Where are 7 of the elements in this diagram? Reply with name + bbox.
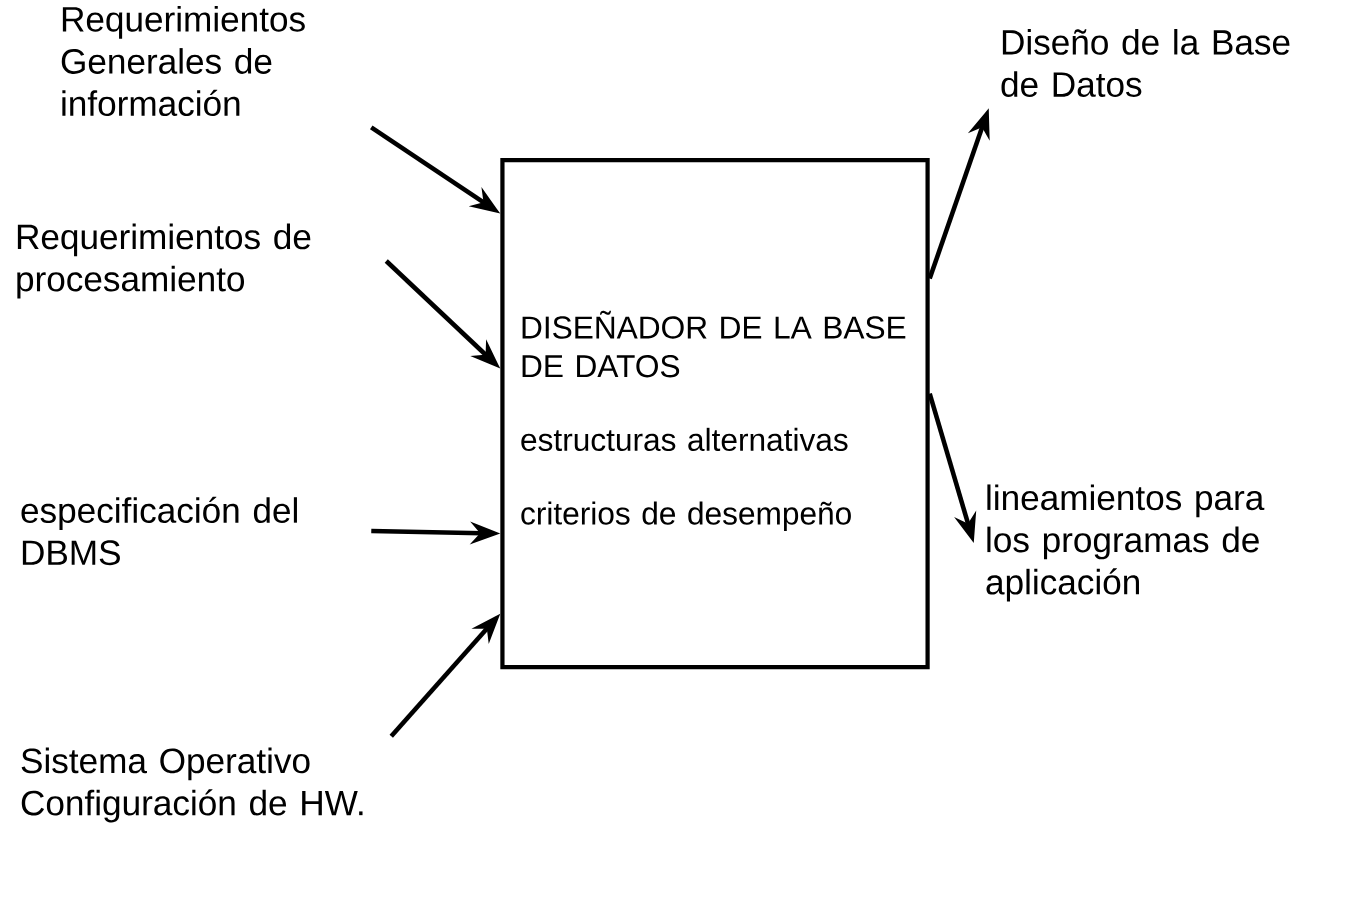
output-label: Diseño de la Base de Datos <box>1001 29 1290 97</box>
input-label: especificación del DBMS <box>21 496 297 566</box>
input-label: Requerimientos Generales de información <box>61 5 305 117</box>
output-label: lineamientos para los programas de aplicación <box>986 484 1265 602</box>
input-label: Requerimientos de procesamiento <box>17 223 311 299</box>
process-box: DISEÑADOR DE LA BASE DE DATOS estructuras alternativas criterios de desempeño <box>500 158 930 670</box>
input-label: Sistema Operativo Configuración de HW. <box>21 747 363 823</box>
